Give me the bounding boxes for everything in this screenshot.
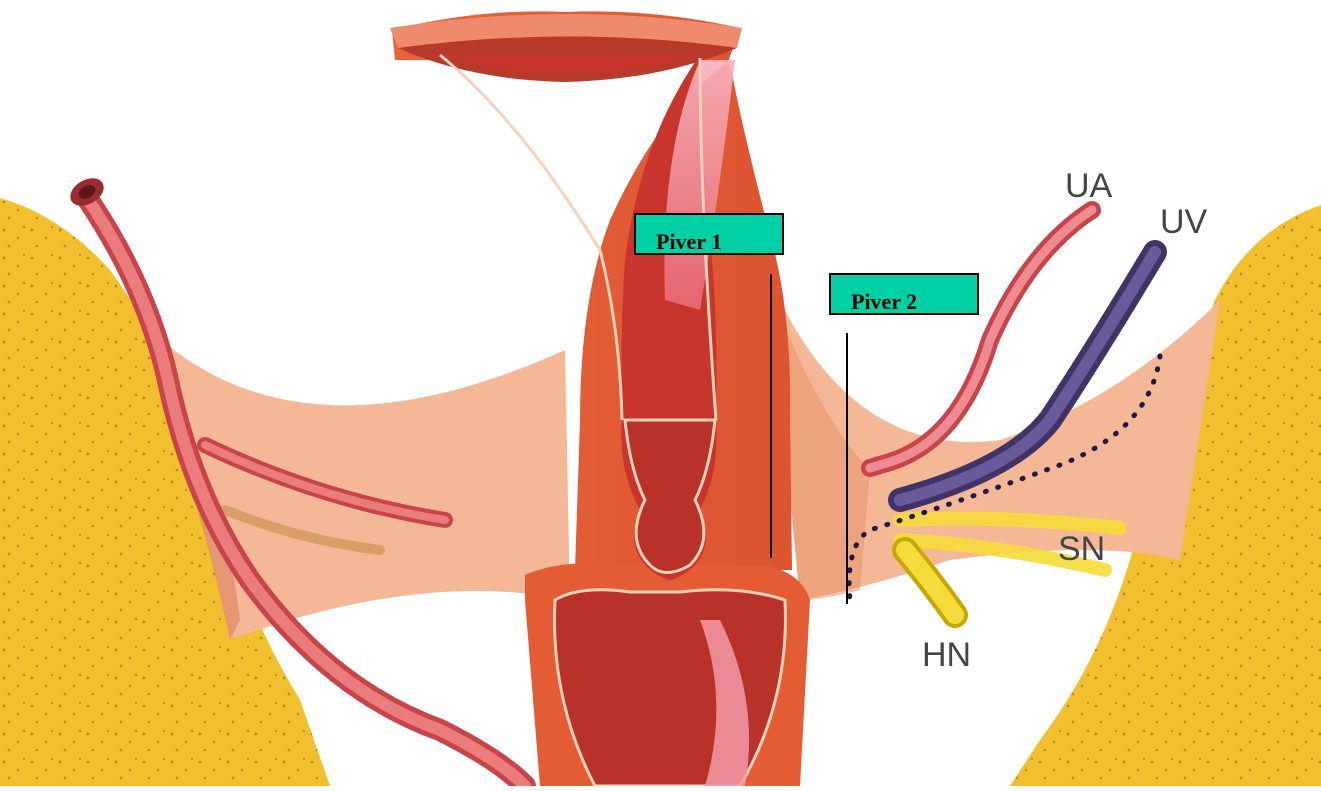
label-hn: HN [922, 636, 971, 674]
piver1-label: Piver 1 [634, 213, 784, 255]
piver2-label: Piver 2 [829, 273, 979, 315]
label-ua: UA [1065, 167, 1113, 205]
label-sn: SN [1058, 530, 1105, 568]
label-uv: UV [1160, 203, 1208, 241]
